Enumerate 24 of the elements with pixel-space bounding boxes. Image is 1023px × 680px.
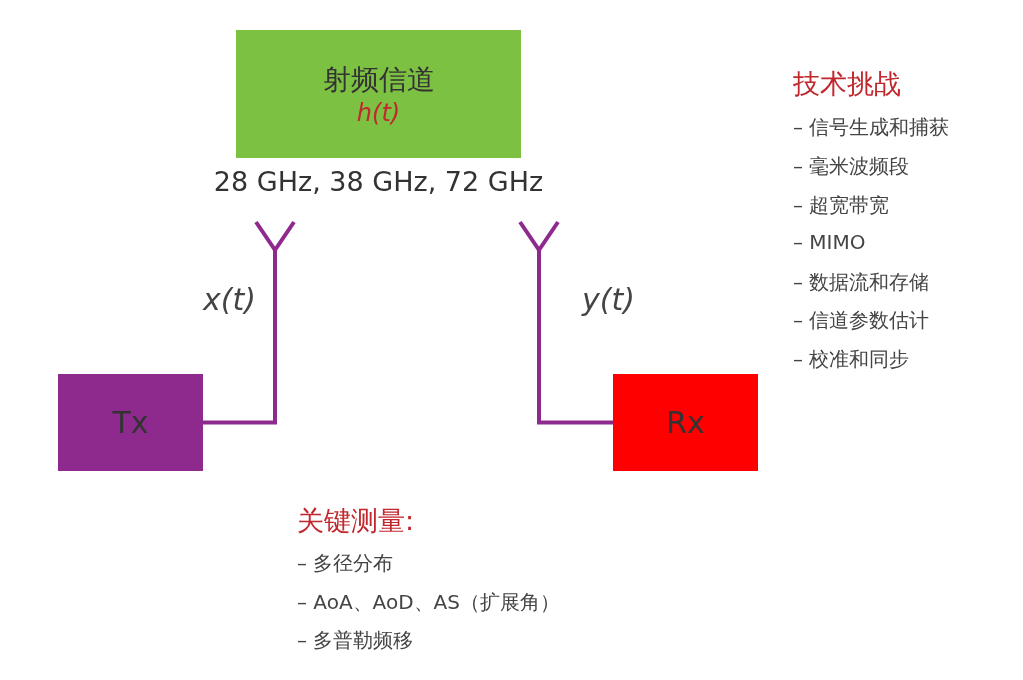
channel-box [236,30,521,158]
transmitter-box [58,374,203,471]
antenna-symbol [254,220,296,252]
connector-line [203,252,277,425]
list-item: – 多径分布 [297,550,394,577]
list-item: – 超宽带宽 [793,192,890,219]
section-heading: 技术挑战 [793,67,901,101]
section-heading: 关键测量: [297,504,415,538]
list-item: – 信号生成和捕获 [793,114,950,141]
antenna-symbol [518,220,560,252]
list-item: – 数据流和存储 [793,269,930,296]
list-item: – AoA、AoD、AS（扩展角） [297,589,560,616]
box-label: Tx [112,405,149,440]
list-item: – 校准和同步 [793,346,910,373]
list-item: – 信道参数估计 [793,307,930,334]
frequency-label: 28 GHz, 38 GHz, 72 GHz [212,166,545,197]
function-label: h(t) [356,99,401,127]
list-item: – MIMO [793,230,866,254]
receiver-box [613,374,758,471]
box-title: 射频信道 [322,62,435,98]
box-label: Rx [666,405,705,440]
list-item: – 多普勒频移 [297,627,414,654]
connector-line [537,252,613,425]
list-item: – 毫米波频段 [793,153,910,180]
